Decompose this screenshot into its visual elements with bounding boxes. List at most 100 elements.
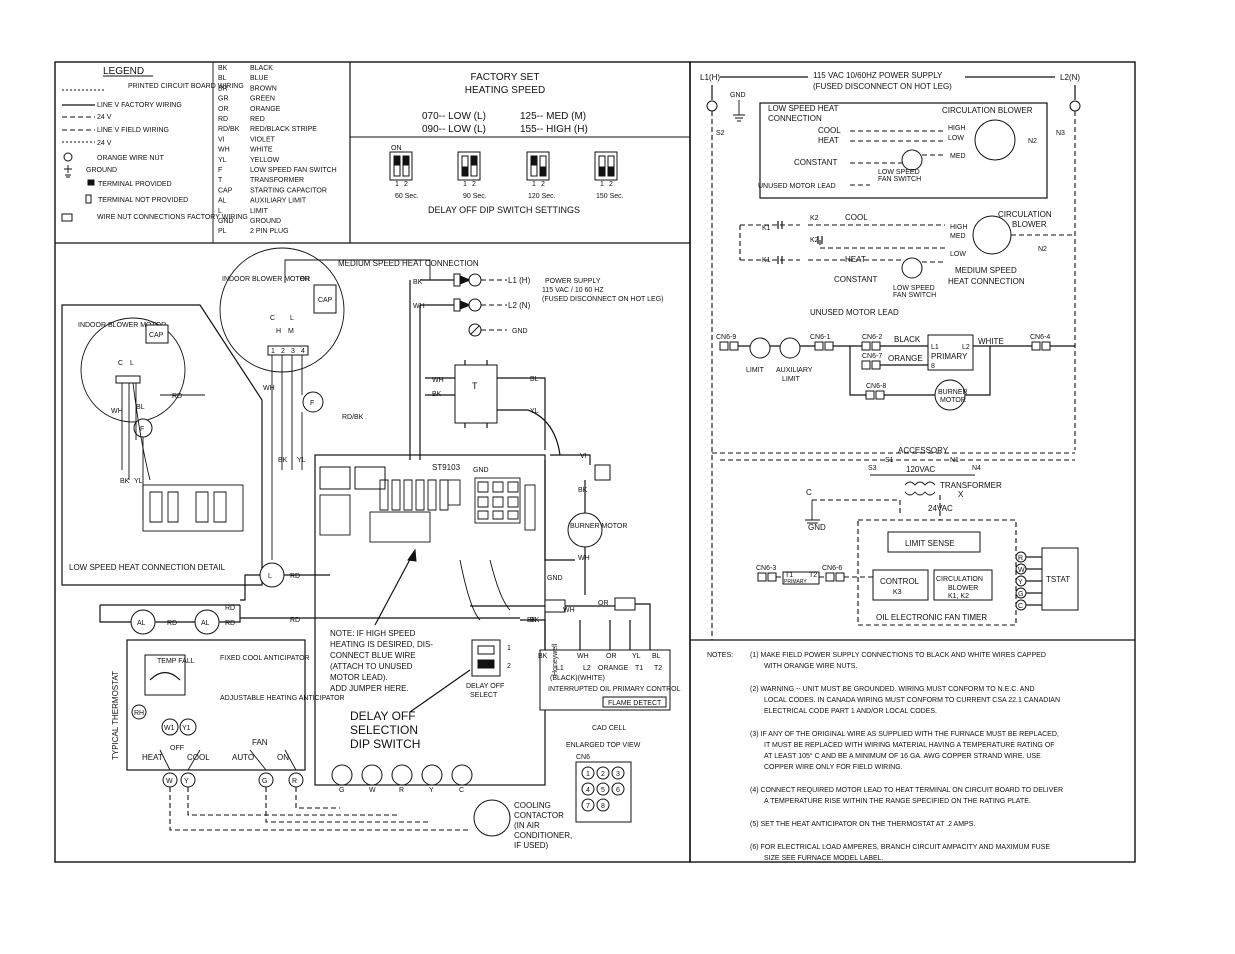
svg-text:CN6-2: CN6-2 [862, 334, 882, 341]
svg-text:NOTES:: NOTES: [707, 652, 733, 659]
legend-code-desc: 2 PIN PLUG [250, 228, 289, 235]
svg-text:L2: L2 [962, 344, 970, 351]
cn6-pin: 5 [601, 787, 605, 794]
note-line: LOCAL CODES. IN CANADA WIRING MUST CONFO… [764, 697, 1060, 704]
cn6-plug [474, 477, 521, 524]
svg-text:WH: WH [563, 607, 575, 614]
svg-text:R: R [292, 778, 297, 785]
dip-label: 120 Sec. [528, 193, 556, 200]
svg-text:8: 8 [931, 363, 935, 370]
svg-text:DELAY OFF: DELAY OFF [466, 683, 504, 690]
svg-text:CN6-4: CN6-4 [1030, 334, 1050, 341]
svg-text:CN6-9: CN6-9 [716, 334, 736, 341]
dip-label: 60 Sec. [395, 193, 419, 200]
svg-text:RD: RD [225, 620, 235, 627]
svg-text:1: 1 [600, 181, 604, 188]
cn6-pin: 4 [586, 787, 590, 794]
svg-text:3: 3 [291, 348, 295, 355]
svg-text:HEAT: HEAT [818, 136, 839, 145]
cn6-pin: 8 [601, 803, 605, 810]
svg-text:VI: VI [580, 453, 587, 460]
svg-text:YL: YL [530, 408, 539, 415]
legend-code-desc: RED/BLACK STRIPE [250, 126, 317, 133]
note-line: SIZE SEE FURNACE MODEL LABEL. [764, 855, 884, 862]
limit-row: CN6-9 LIMIT AUXILIARY LIMIT CN6-1 CN6-2 … [716, 334, 1075, 411]
svg-text:NOTE: IF HIGH SPEED: NOTE: IF HIGH SPEED [330, 629, 416, 638]
svg-text:LOW SPEED: LOW SPEED [878, 169, 920, 176]
svg-text:WH: WH [577, 653, 589, 660]
svg-text:WH: WH [111, 408, 123, 415]
power-supply-terminals: L1 (H) POWER SUPPLY 115 VAC / 10 60 HZ (… [413, 273, 663, 337]
board-terminal [451, 764, 473, 786]
transformer: T WH BK BL YL [425, 360, 539, 428]
svg-text:N4: N4 [972, 465, 981, 472]
svg-text:LOW SPEED HEAT CONNECTION DETA: LOW SPEED HEAT CONNECTION DETAIL [69, 563, 226, 572]
svg-text:S3: S3 [868, 465, 877, 472]
svg-text:BK: BK [413, 279, 423, 286]
svg-text:LOW: LOW [950, 251, 966, 258]
svg-text:1: 1 [395, 181, 399, 188]
legend-item: LINE V FIELD WIRING [97, 127, 169, 134]
note-line: (5) SET THE HEAT ANTICIPATOR ON THE THER… [750, 821, 975, 828]
legend-code-desc: BLUE [250, 75, 269, 82]
legend-item: LINE V FACTORY WIRING [97, 102, 182, 109]
svg-text:BK: BK [120, 478, 130, 485]
svg-text:OR: OR [606, 653, 617, 660]
svg-text:SELECTION: SELECTION [350, 723, 418, 737]
svg-text:BK: BK [527, 617, 537, 624]
svg-text:2: 2 [609, 181, 613, 188]
legend-code: PL [218, 228, 227, 235]
svg-text:RD: RD [290, 617, 300, 624]
board-terminal [331, 764, 353, 786]
note-line: (6) FOR ELECTRICAL LOAD AMPERES, BRANCH … [750, 844, 1050, 851]
svg-text:BLOWER: BLOWER [1012, 220, 1047, 229]
svg-text:CN6-7: CN6-7 [862, 353, 882, 360]
svg-text:Y1: Y1 [182, 725, 191, 732]
svg-text:RD: RD [290, 573, 300, 580]
svg-text:M: M [288, 328, 294, 335]
board-terminal-label: G [339, 787, 344, 794]
legend-code-desc: LIMIT [250, 208, 269, 215]
svg-text:BL: BL [530, 376, 539, 383]
svg-text:(FUSED DISCONNECT ON HOT LEG): (FUSED DISCONNECT ON HOT LEG) [813, 82, 952, 91]
svg-text:BK: BK [278, 457, 288, 464]
svg-text:X: X [958, 490, 964, 499]
svg-text:ADD JUMPER HERE.: ADD JUMPER HERE. [330, 684, 409, 693]
svg-text:4: 4 [301, 348, 305, 355]
dip-150: 1 2 150 Sec. [594, 151, 624, 200]
svg-text:K1: K1 [762, 225, 771, 232]
svg-text:FLAME DETECT: FLAME DETECT [608, 700, 662, 707]
svg-text:MOTOR: MOTOR [940, 397, 966, 404]
svg-text:Y: Y [184, 778, 189, 785]
svg-text:AL: AL [137, 620, 146, 627]
svg-text:CN6-1: CN6-1 [810, 334, 830, 341]
svg-text:2: 2 [281, 348, 285, 355]
legend-code: RD [218, 116, 228, 123]
svg-text:HIGH: HIGH [950, 224, 968, 231]
svg-text:CONDITIONER,: CONDITIONER, [514, 831, 572, 840]
svg-text:T1: T1 [635, 665, 643, 672]
svg-text:ON: ON [391, 145, 402, 152]
svg-text:BLACK: BLACK [894, 335, 921, 344]
svg-text:TYPICAL THERMOSTAT: TYPICAL THERMOSTAT [111, 671, 120, 760]
svg-text:BR: BR [300, 276, 310, 283]
svg-text:L2: L2 [583, 665, 591, 672]
svg-text:LIMIT SENSE: LIMIT SENSE [905, 539, 955, 548]
svg-text:YL: YL [632, 653, 641, 660]
connection-diagram: INDOOR BLOWER MOTOR CAP C L F WH BL RD B… [61, 247, 681, 850]
svg-text:W: W [166, 778, 173, 785]
factory-title: FACTORY SET [471, 72, 540, 83]
svg-text:ST9103: ST9103 [432, 463, 461, 472]
note-line: (3) IF ANY OF THE ORIGINAL WIRE AS SUPPL… [750, 731, 1059, 738]
note-line: COPPER WIRE ONLY FOR FIELD WIRING. [764, 764, 903, 771]
legend-code: GND [218, 218, 234, 225]
svg-text:F: F [140, 426, 144, 433]
svg-text:BL: BL [136, 404, 145, 411]
cn6-pin: 7 [586, 803, 590, 810]
limit-icon [259, 562, 285, 588]
svg-text:CONNECT BLUE WIRE: CONNECT BLUE WIRE [330, 651, 416, 660]
